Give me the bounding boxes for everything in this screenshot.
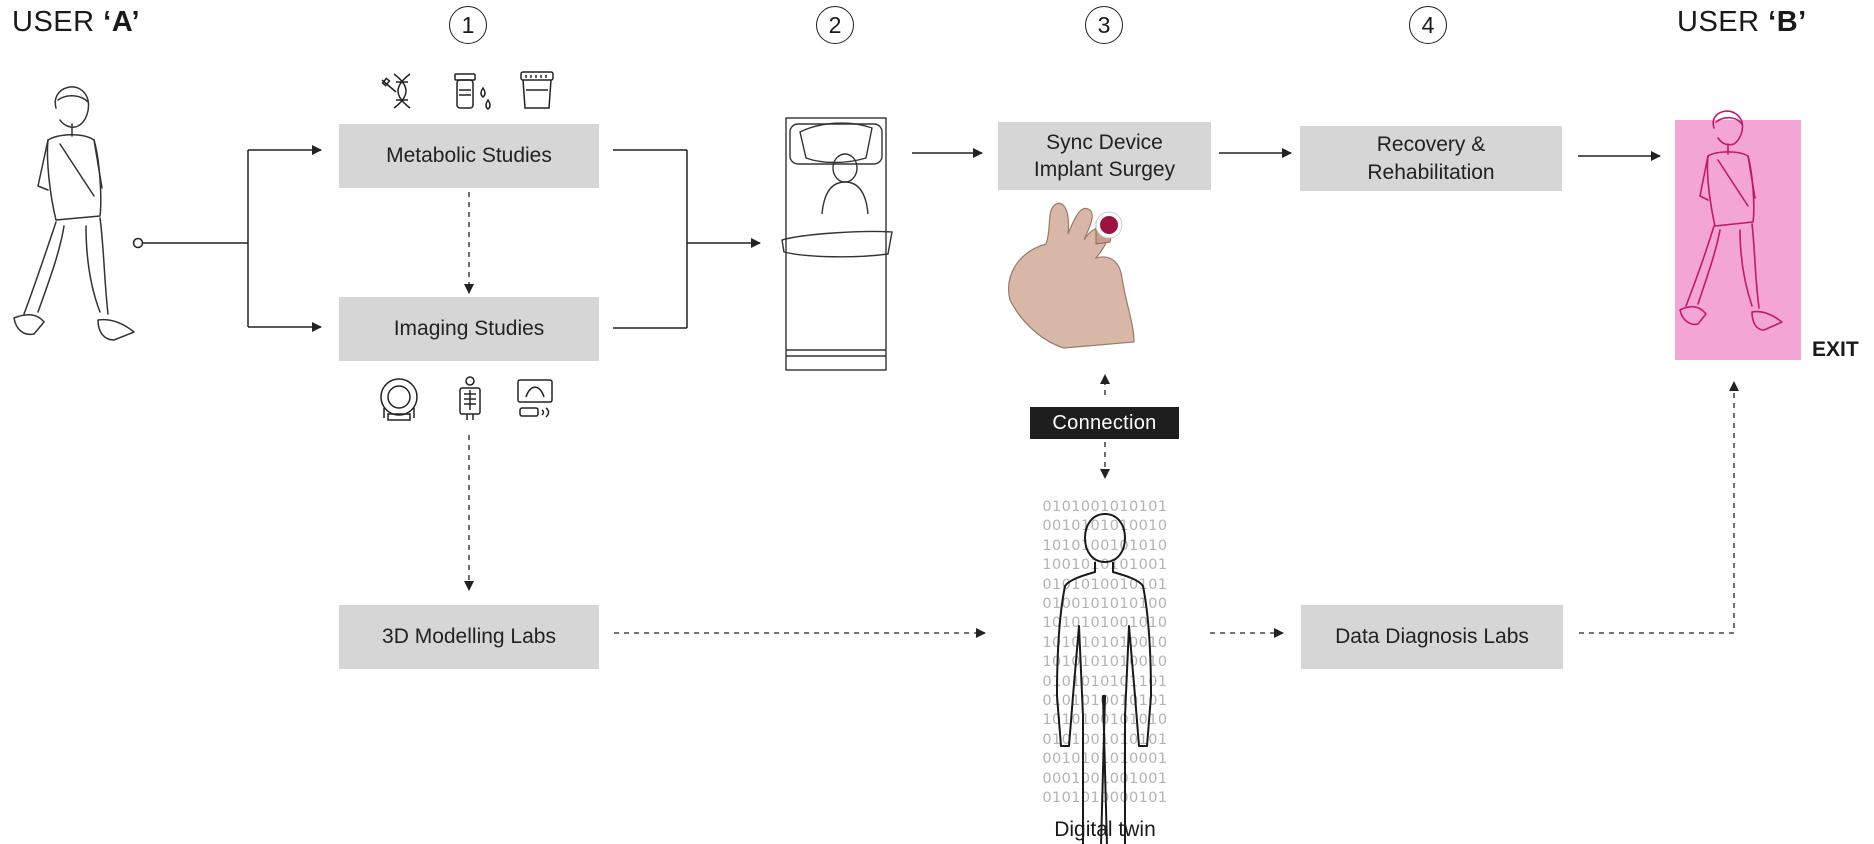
digital-twin-body-outline [1056, 513, 1152, 844]
user-b-figure-illustration [1679, 110, 1783, 331]
binary-line: 0100101010100 [1042, 596, 1168, 613]
exit-label: EXIT [1812, 338, 1859, 361]
metabolic-studies-box: Metabolic Studies [339, 124, 599, 188]
user-a-figure-illustration [13, 86, 135, 341]
connector-main-flow [912, 148, 1661, 161]
mri-scanner-icon [380, 378, 418, 421]
ultrasound-icon [517, 379, 553, 418]
step-2-number: 2 [816, 6, 854, 44]
connector-studies-merge [613, 149, 761, 329]
binary-line: 1010101010010 [1042, 654, 1168, 671]
binary-line: 0010101010010 [1042, 518, 1168, 535]
connector-user-a-split [132, 145, 322, 332]
binary-line: 1010100101010 [1042, 537, 1168, 554]
hand-holding-device-illustration [1008, 202, 1135, 349]
sync-device-implant-surgery-box: Sync Device Implant Surgey [998, 122, 1211, 190]
binary-line: 0101001010101 [1042, 499, 1168, 515]
binary-line: 1010101001010 [1042, 615, 1168, 632]
recovery-rehabilitation-box: Recovery & Rehabilitation [1300, 126, 1562, 191]
3d-modelling-labs-box: 3D Modelling Labs [339, 605, 599, 669]
binary-line: 1001010101001 [1042, 557, 1168, 574]
step-1-number: 1 [449, 6, 487, 44]
urine-sample-icon [520, 71, 554, 109]
hospital-bed-illustration [781, 117, 893, 371]
step-3-number: 3 [1085, 6, 1123, 44]
user-b-title: USER ‘B’ [1677, 6, 1807, 38]
imaging-studies-box: Imaging Studies [339, 297, 599, 361]
connection-tag: Connection [1030, 407, 1179, 439]
blood-vial-icon [454, 73, 491, 110]
data-diagnosis-labs-box: Data Diagnosis Labs [1301, 605, 1563, 669]
connector-dashed-flow [464, 192, 1739, 638]
user-a-title: USER ‘A’ [12, 6, 141, 38]
xray-icon [459, 376, 481, 420]
dna-syringe-icon [381, 73, 411, 109]
binary-line: 1010101010010 [1042, 634, 1168, 651]
step-4-number: 4 [1409, 6, 1447, 44]
digital-twin-label: Digital twin [1054, 818, 1156, 841]
